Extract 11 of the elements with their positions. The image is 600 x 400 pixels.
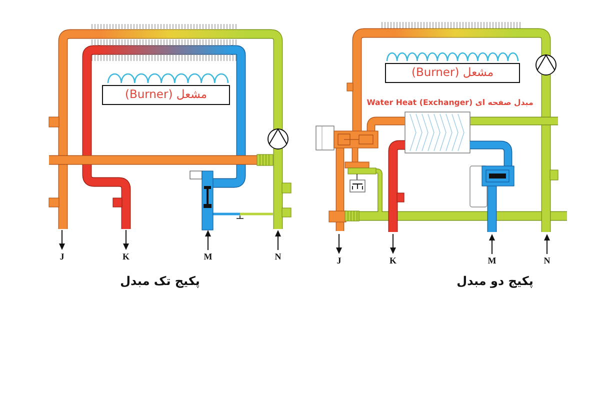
burner-box: مشعل (Burner) (385, 63, 520, 83)
port-label: K (122, 252, 130, 262)
port-label: M (488, 256, 496, 266)
port-label: N (544, 256, 550, 266)
port-label: J (336, 256, 342, 266)
caption: پکیج تک مبدل (120, 275, 200, 287)
port-label: N (274, 252, 282, 262)
port-label: K (390, 256, 396, 266)
caption: پکیج دو مبدل (456, 275, 534, 287)
port-label: M (204, 252, 212, 262)
port-label: J (60, 252, 64, 262)
